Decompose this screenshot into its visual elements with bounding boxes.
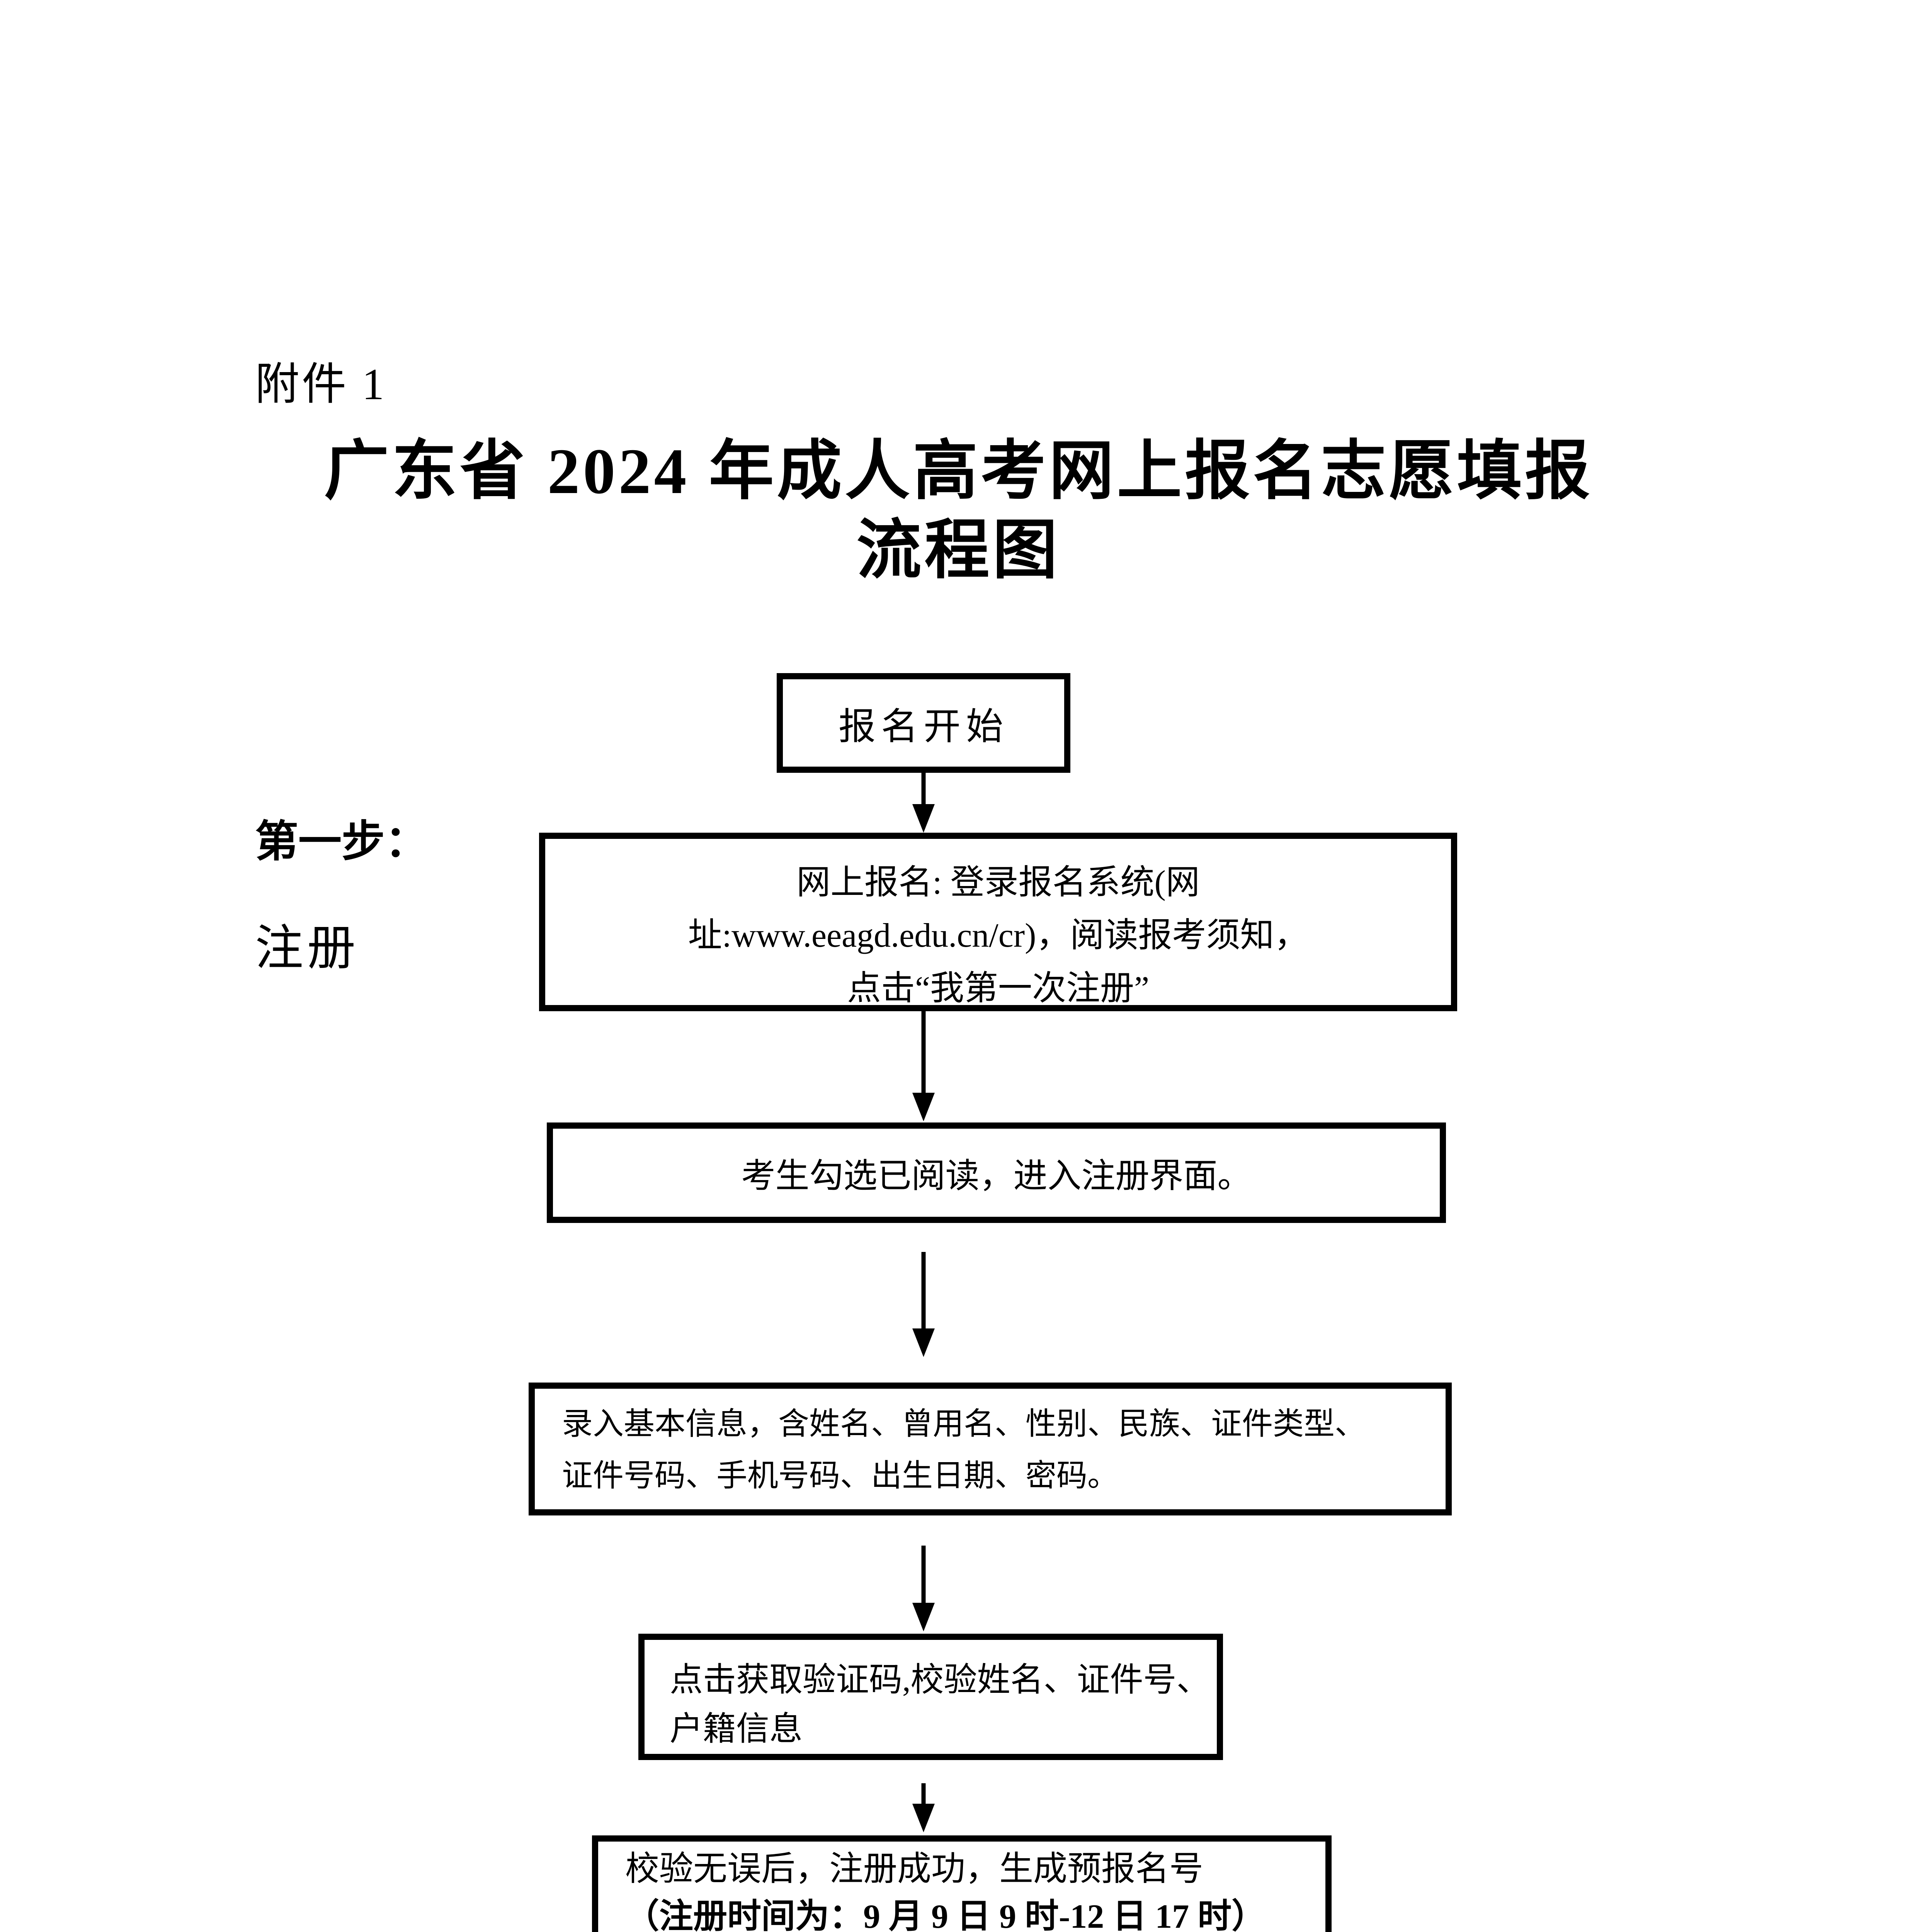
arrow-down-icon (912, 1252, 935, 1357)
flow-box-start-text: 报名开始 (839, 706, 1009, 747)
arrow-down-icon (912, 773, 935, 833)
attachment-label: 附件 1 (255, 360, 387, 409)
flow-box-online-register: 网上报名: 登录报名系统(网 址:www.eeagd.edu.cn/cr)，阅读… (539, 833, 1457, 1011)
flow-box-confirm-read: 考生勾选已阅读，进入注册界面。 (547, 1122, 1446, 1223)
page-title: 广东省 2024 年成人高考网上报名志愿填报 流程图 (0, 432, 1917, 590)
flow-box-line: 址:www.eeagd.edu.cn/cr)，阅读报考须知， (688, 917, 1308, 954)
page-title-line-2: 流程图 (856, 515, 1061, 587)
flow-box-line: 点击获取验证码,校验姓名、证件号、 (670, 1661, 1210, 1698)
flow-box-enter-basic-info: 录入基本信息，含姓名、曾用名、性别、民族、证件类型、 证件号码、手机号码、出生日… (529, 1383, 1452, 1515)
flow-box-get-verification-code: 点击获取验证码,校验姓名、证件号、 户籍信息 (638, 1634, 1223, 1760)
flow-box-line-bold: （注册时间为：9 月 9 日 9 时-12 日 17 时） (625, 1898, 1266, 1932)
arrow-head (912, 1804, 935, 1832)
arrow-down-icon (912, 1546, 935, 1631)
arrow-head (912, 1093, 935, 1121)
arrow-shaft (921, 1011, 926, 1094)
arrow-shaft (921, 1783, 926, 1804)
step-one-sublabel: 注册 (255, 922, 359, 975)
flow-box-line: 录入基本信息，含姓名、曾用名、性别、民族、证件类型、 (562, 1407, 1366, 1441)
flow-box-line: 网上报名: 登录报名系统(网 (796, 864, 1200, 901)
arrow-head (912, 1328, 935, 1357)
flow-box-line: 考生勾选已阅读，进入注册界面。 (741, 1157, 1252, 1195)
arrow-head (912, 804, 935, 833)
flow-box-start: 报名开始 (777, 673, 1070, 773)
arrow-shaft (921, 1252, 926, 1329)
arrow-shaft (921, 1546, 926, 1604)
flow-box-line: 证件号码、手机号码、出生日期、密码。 (562, 1459, 1118, 1493)
flow-box-line: 点击“我第一次注册” (847, 970, 1150, 1007)
flow-box-line: 校验无误后，注册成功，生成预报名号 (625, 1850, 1204, 1888)
arrow-down-icon (912, 1011, 935, 1121)
flow-box-line: 户籍信息 (670, 1710, 803, 1747)
arrow-shaft (921, 773, 926, 808)
step-one-label: 第一步： (255, 817, 428, 866)
flow-box-register-success: 校验无误后，注册成功，生成预报名号 （注册时间为：9 月 9 日 9 时-12 … (592, 1835, 1332, 1932)
page-title-line-1: 广东省 2024 年成人高考网上报名志愿填报 (324, 435, 1593, 507)
arrow-down-icon (912, 1783, 935, 1832)
arrow-head (912, 1603, 935, 1631)
